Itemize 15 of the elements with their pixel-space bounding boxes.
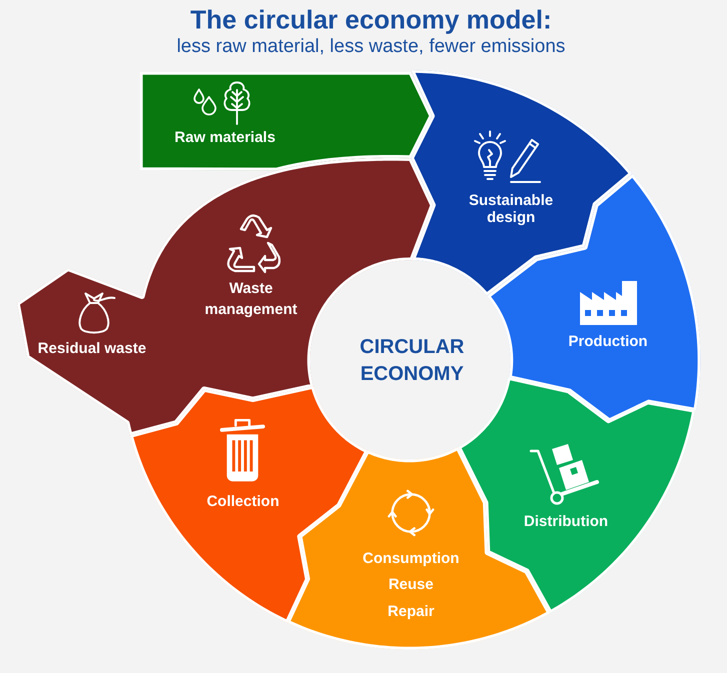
center-label: CIRCULAR ECONOMY: [358, 335, 466, 387]
stage-label: Consumption: [362, 550, 460, 568]
stage-label: Raw materials: [174, 129, 276, 147]
stage-label: Production: [568, 332, 648, 351]
stage-label: Waste management: [204, 278, 298, 320]
title: The circular economy model:: [190, 4, 552, 36]
arrow-shaped-box: [140, 72, 432, 170]
subtitle: less raw material, less waste, fewer emissions: [176, 36, 566, 58]
stage-label: Sustainable design: [468, 192, 554, 226]
stage-label: Collection: [206, 492, 280, 511]
stage-label: Reuse: [388, 576, 434, 594]
stage-label: Residual waste: [38, 340, 146, 358]
cycle-segment: [411, 70, 632, 296]
stage-label: Repair: [388, 602, 434, 621]
stage-label: Distribution: [524, 512, 608, 531]
